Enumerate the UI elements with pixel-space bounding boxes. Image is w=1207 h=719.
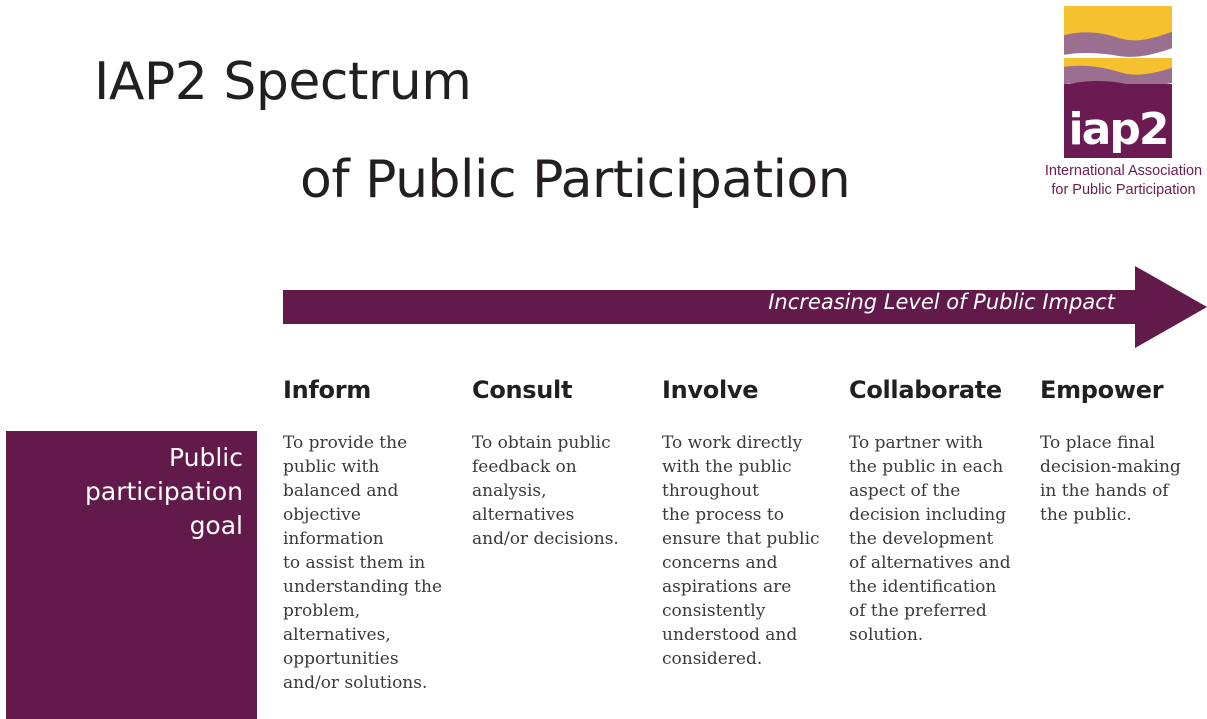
level-title-inform: Inform — [283, 376, 371, 404]
logo-caption: International Association for Public Par… — [1040, 162, 1207, 200]
logo-waves-graphic — [1064, 6, 1172, 158]
level-goal-involve: To work directly with the public through… — [662, 433, 820, 669]
level-goal-consult: To obtain public feedback on analysis, a… — [472, 433, 619, 549]
level-goal-empower: To place final decision-making in the ha… — [1040, 433, 1181, 525]
logo-wordmark: iap2 — [1068, 104, 1170, 155]
iap2-logo: iap2 International Association for Publi… — [1040, 6, 1207, 206]
logo-purple-base — [1064, 84, 1172, 158]
page-title-line-1: IAP2 Spectrum — [94, 52, 472, 112]
logo-mark: iap2 — [1064, 6, 1172, 158]
impact-arrow-label: Increasing Level of Public Impact — [768, 290, 1115, 314]
logo-mauve-wave — [1064, 31, 1172, 57]
level-title-collaborate: Collaborate — [849, 376, 1002, 404]
level-title-consult: Consult — [472, 376, 573, 404]
page-title-line-2: of Public Participation — [300, 150, 851, 210]
level-title-involve: Involve — [662, 376, 759, 404]
level-goal-inform: To provide the public with balanced and … — [283, 433, 443, 693]
logo-purple-wave-top — [1064, 81, 1172, 96]
logo-caption-line-1: International Association — [1044, 163, 1203, 179]
logo-caption-line-2: for Public Participation — [1051, 182, 1196, 198]
impact-arrow-shape — [283, 266, 1207, 348]
impact-arrow — [283, 266, 1207, 348]
level-title-empower: Empower — [1040, 376, 1164, 404]
level-goal-collaborate: To partner with the public in each aspec… — [849, 433, 1011, 645]
